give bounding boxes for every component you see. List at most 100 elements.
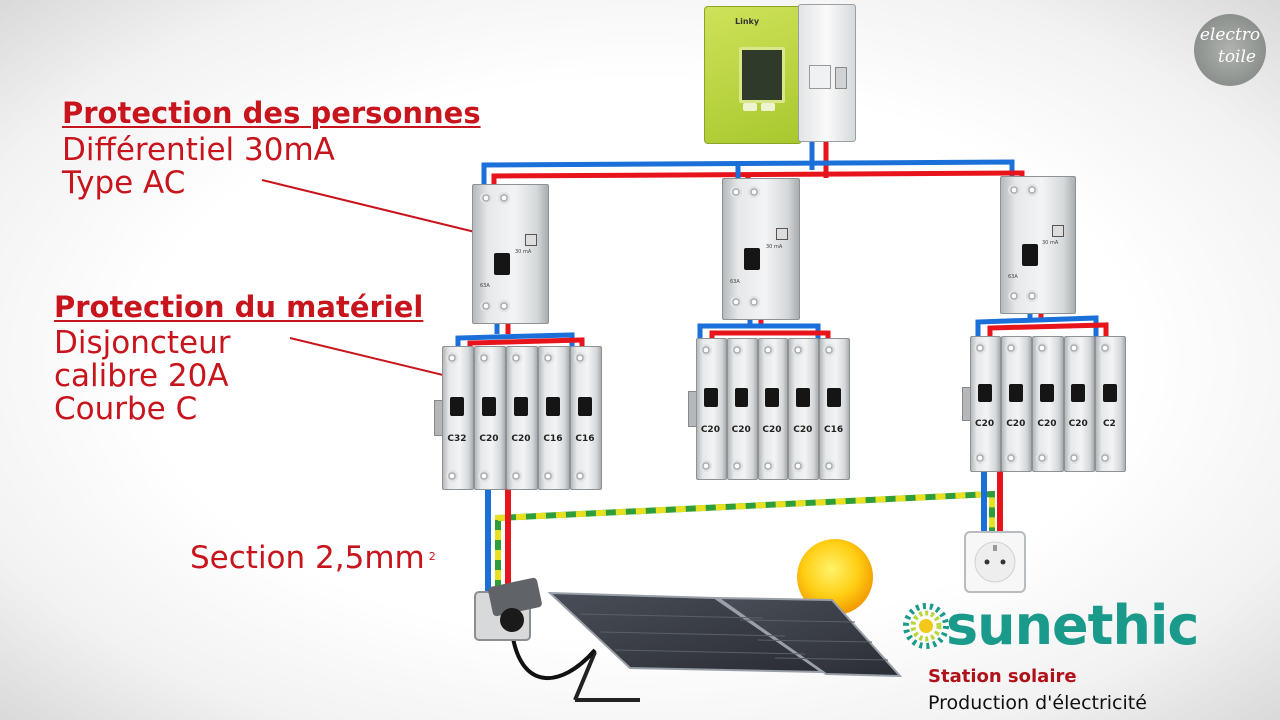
- panel-3-neutral-comb: [975, 315, 1099, 342]
- breaker-toggle-handle: [1009, 384, 1024, 402]
- breaker-module: [1001, 336, 1033, 472]
- breaker-toggle-handle: [1040, 384, 1055, 402]
- breaker-rating-label: C20: [479, 434, 499, 445]
- terminal-screw: [510, 352, 522, 364]
- terminal-screw: [574, 352, 586, 364]
- breaker-module: [788, 338, 820, 480]
- watermark-line2: toile: [1217, 47, 1256, 67]
- breaker-module: [442, 346, 474, 490]
- terminal-screw: [730, 460, 743, 472]
- rcd-toggle-handle: [1022, 244, 1038, 266]
- earth-wire: [495, 490, 995, 600]
- electricity-meter: Linky: [704, 6, 802, 144]
- terminal-screw: [1067, 342, 1080, 354]
- rcd-sensitivity: 30 mA: [766, 243, 783, 250]
- panel-3-phase-comb: [987, 322, 1109, 342]
- terminal-screw: [1008, 184, 1020, 196]
- rcd-rating: 63A: [730, 278, 740, 285]
- terminal-screw: [1036, 342, 1049, 354]
- breaker-rating-label: C16: [575, 434, 595, 445]
- breaker-rating-label: C20: [975, 419, 995, 430]
- rcd-rating: 63A: [480, 283, 490, 290]
- rcd-test-button: [776, 228, 788, 241]
- cable-section-text: Section 2,5mm: [190, 540, 425, 576]
- person-protection-title: Protection des personnes: [62, 96, 481, 130]
- main-breaker: [798, 4, 856, 142]
- breaker-toggle-handle: [450, 397, 465, 416]
- breaker-toggle-handle: [765, 388, 780, 407]
- material-protection-line1: Disjoncteur: [54, 325, 231, 361]
- terminal-screw: [574, 470, 586, 482]
- terminal-screw: [748, 186, 760, 198]
- rcd-1: 63A 30 mA: [472, 184, 549, 324]
- terminal-screw: [478, 470, 490, 482]
- terminal-screw: [542, 470, 554, 482]
- rcd-toggle-handle: [744, 248, 760, 270]
- terminal-screw: [446, 470, 458, 482]
- terminal-screw: [748, 296, 760, 308]
- breaker-rating-label: C20: [1037, 419, 1057, 430]
- material-protection-title: Protection du matériel: [54, 290, 424, 324]
- breaker-module: [474, 346, 506, 490]
- terminal-screw: [1098, 452, 1111, 464]
- terminal-screw: [823, 460, 836, 472]
- terminal-screw: [730, 186, 742, 198]
- breaker-rating-label: C32: [447, 434, 467, 445]
- breaker-module: [1063, 336, 1095, 472]
- breaker-toggle-handle: [1071, 384, 1086, 402]
- breaker-rating-label: C20: [511, 434, 531, 445]
- terminal-screw: [1036, 452, 1049, 464]
- breaker-toggle-handle: [826, 388, 841, 407]
- terminal-screw: [480, 300, 492, 312]
- rcd-2: 63A 30 mA: [722, 178, 800, 320]
- terminal-screw: [700, 344, 712, 356]
- breaker-rating-label: C2: [1102, 419, 1116, 430]
- terminal-screw: [730, 296, 742, 308]
- breaker-toggle-handle: [796, 388, 810, 407]
- terminal-screw: [761, 344, 774, 356]
- terminal-screw: [510, 470, 522, 482]
- breaker-module: [970, 336, 1002, 472]
- terminal-screw: [700, 460, 712, 472]
- terminal-screw: [792, 344, 805, 356]
- material-protection-line2: calibre 20A: [54, 358, 229, 394]
- terminal-screw: [498, 300, 510, 312]
- meter-button: [743, 103, 757, 111]
- breaker-toggle-handle: [482, 397, 497, 416]
- breaker-toggle-handle: [977, 384, 992, 402]
- terminal-screw: [478, 352, 490, 364]
- cable-section-exponent: 2: [428, 550, 436, 563]
- terminal-screw: [1026, 290, 1038, 302]
- breaker-rating-label: C20: [793, 424, 813, 435]
- breaker-module: [726, 338, 758, 480]
- terminal-screw: [974, 342, 986, 354]
- breaker-module: [1094, 336, 1126, 472]
- terminal-screw: [792, 460, 805, 472]
- breaker-toggle-handle: [1102, 384, 1117, 402]
- terminal-screw: [1005, 452, 1018, 464]
- rcd-test-button: [525, 233, 537, 246]
- terminal-screw: [480, 192, 492, 204]
- panel-1-neutral-comb: [455, 332, 575, 352]
- breaker-toggle-handle: [578, 397, 593, 416]
- breaker-rating-label: C20: [731, 424, 751, 435]
- leader-person-protection: [261, 179, 476, 233]
- watermark-badge: electro toile: [1194, 14, 1266, 86]
- rcd-sensitivity: 30 mA: [515, 248, 532, 255]
- terminal-screw: [1098, 342, 1111, 354]
- rcd-rating: 63A: [1008, 273, 1018, 280]
- breaker-module: [757, 338, 789, 480]
- breaker-rating-label: C16: [824, 424, 844, 435]
- material-protection-line3: Courbe C: [54, 391, 198, 427]
- terminal-screw: [1067, 452, 1080, 464]
- terminal-screw: [1026, 184, 1038, 196]
- terminal-screw: [730, 344, 743, 356]
- sun-icon: [797, 539, 873, 615]
- terminal-screw: [446, 352, 458, 364]
